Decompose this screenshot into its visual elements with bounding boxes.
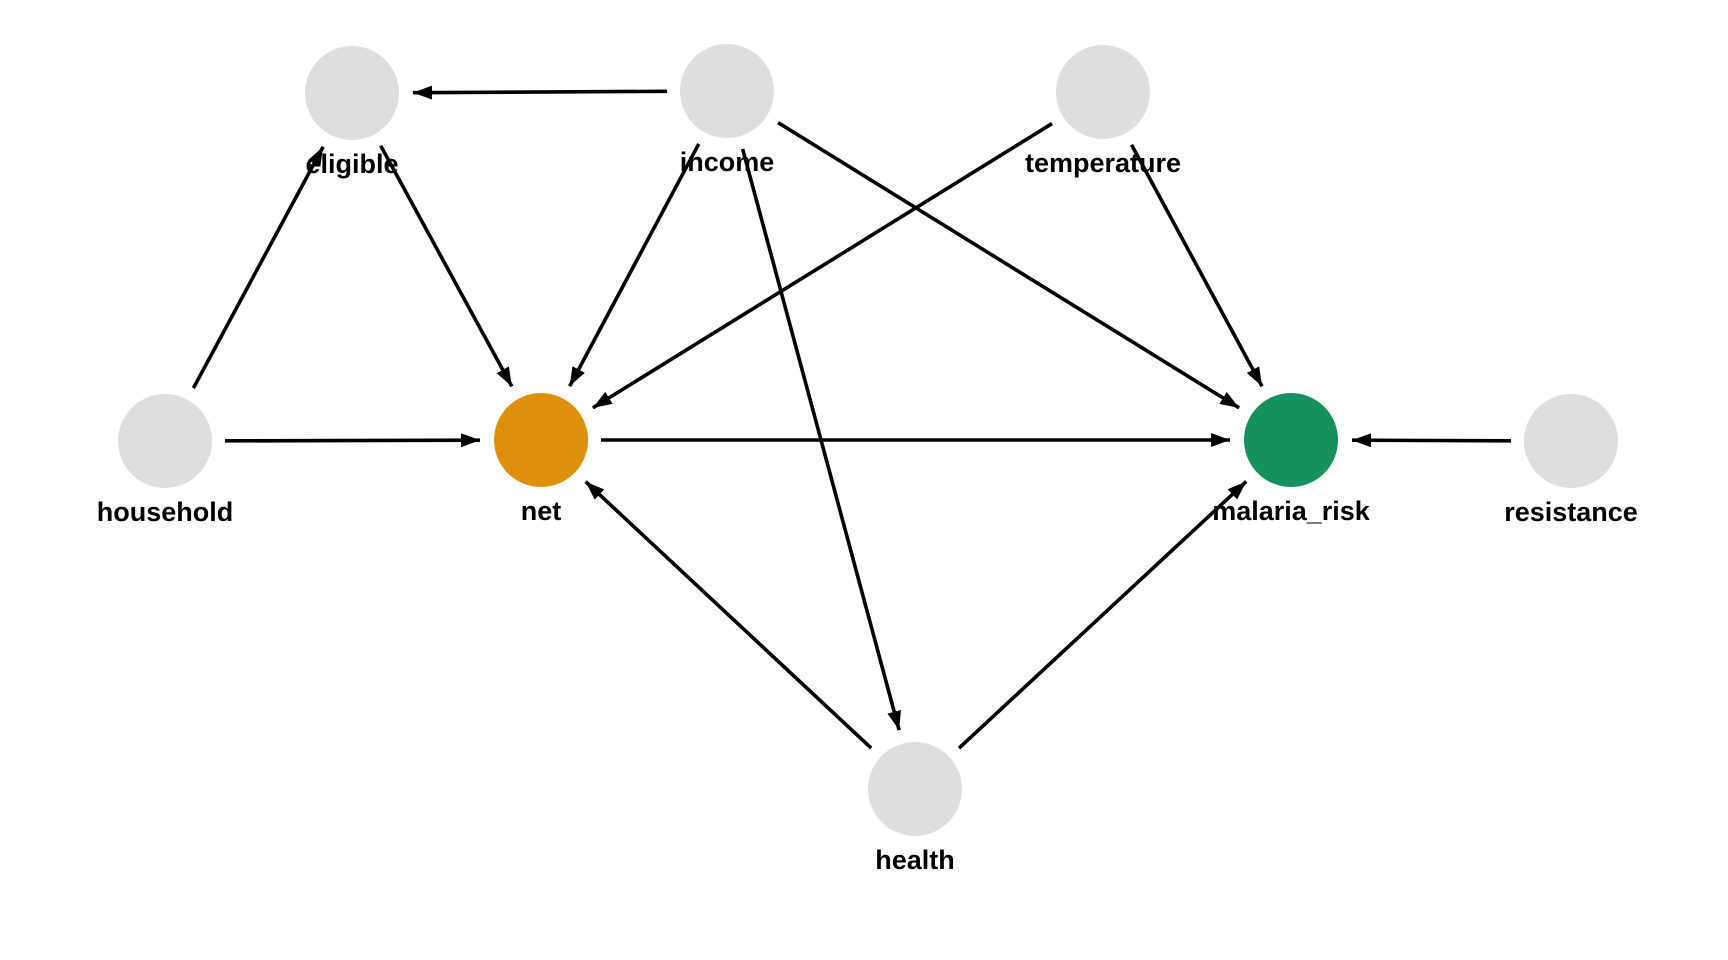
- edge-income-to-malaria_risk: [777, 121, 1241, 410]
- node-label-resistance: resistance: [1504, 497, 1638, 527]
- edge-layer: [191, 85, 1512, 750]
- node-income: [680, 44, 774, 138]
- edge-health-to-malaria_risk: [957, 480, 1248, 750]
- node-label-temperature: temperature: [1025, 148, 1181, 178]
- node-eligible: [305, 46, 399, 140]
- edge-household-to-net: [224, 433, 481, 448]
- node-label-household: household: [97, 497, 234, 527]
- node-malaria_risk: [1244, 393, 1338, 487]
- node-label-health: health: [875, 845, 955, 875]
- edge-income-to-net: [568, 143, 701, 388]
- edge-resistance-to-malaria_risk: [1351, 433, 1512, 448]
- edge-temperature-to-net: [591, 122, 1053, 410]
- node-health: [868, 742, 962, 836]
- edge-household-to-eligible: [191, 145, 325, 389]
- edge-health-to-net: [584, 480, 873, 750]
- node-household: [118, 394, 212, 488]
- node-resistance: [1524, 394, 1618, 488]
- edge-temperature-to-malaria_risk: [1129, 143, 1264, 388]
- node-label-malaria_risk: malaria_risk: [1212, 496, 1371, 526]
- edge-income-to-health: [740, 148, 901, 731]
- edge-eligible-to-net: [379, 144, 514, 388]
- node-temperature: [1056, 45, 1150, 139]
- node-label-net: net: [521, 496, 562, 526]
- node-layer: [118, 44, 1618, 836]
- edge-income-to-eligible: [412, 85, 668, 100]
- node-net: [494, 393, 588, 487]
